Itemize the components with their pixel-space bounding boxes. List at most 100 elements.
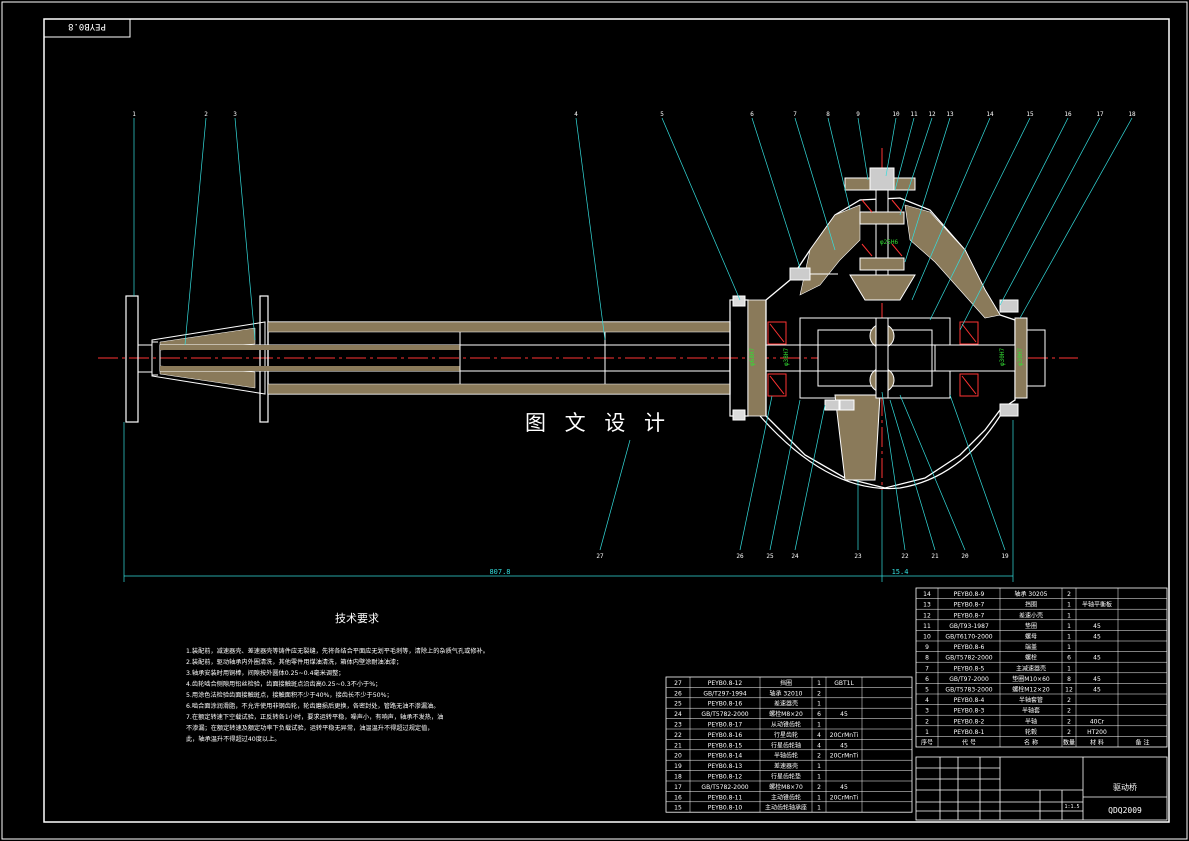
bom-left-cell: 挡圈 (780, 679, 792, 687)
callout-18: 18 (1128, 111, 1136, 118)
bom-right-cell: 半轴平衡板 (1082, 601, 1112, 609)
bom-left-cell: 20CrMnTi (830, 732, 859, 739)
bom-left-cell: PEYB0.8-10 (708, 805, 743, 812)
bom-right-cell: 2 (1067, 729, 1071, 736)
bom-right-cell: GB/T97-2000 (949, 676, 989, 683)
bom-right-header-cell: 序号 (921, 739, 933, 747)
bom-left-cell: 螺栓M8×20 (769, 710, 803, 718)
bom-right-header-cell: 备 注 (1136, 739, 1150, 747)
callout-19: 19 (1001, 553, 1009, 560)
dim-offset: 15.4 (892, 568, 909, 576)
bom-left-cell: 19 (674, 763, 682, 770)
bom-right-cell: 45 (1093, 676, 1101, 683)
bom-left-cell: GB/T5782-2000 (701, 711, 748, 718)
leader-lines (133, 117, 1133, 551)
bom-right-cell: PEYB0.8-9 (954, 591, 985, 598)
overall-dimension (123, 420, 1014, 582)
bom-left-cell: 行星齿轮 (774, 731, 798, 739)
bom-right-cell: 半轴套 (1022, 707, 1040, 715)
bom-left-cell: PEYB0.8-14 (708, 753, 743, 760)
callout-3: 3 (233, 111, 237, 118)
callout-8: 8 (826, 111, 830, 118)
bom-left-cell: 22 (674, 732, 682, 739)
callout-1: 1 (132, 111, 136, 118)
bom-right-cell: 4 (925, 697, 929, 704)
watermark-text: 图 文 设 计 (525, 411, 671, 435)
callout-24: 24 (791, 553, 799, 560)
bom-left-cell: 15 (674, 805, 682, 812)
bom-right-cell: PEYB0.8-2 (954, 718, 985, 725)
bom-right-cell: PEYB0.8-3 (954, 708, 985, 715)
bom-right-cell: 8 (925, 655, 929, 662)
bom-left-cell: 26 (674, 690, 682, 697)
callout-21: 21 (931, 553, 939, 560)
bom-right-cell: 1 (1067, 623, 1071, 630)
bom-left-cell: 主动锥齿轮 (771, 793, 801, 801)
bom-left-cell: 2 (817, 690, 821, 697)
tech-req-line-3: 3.轴承安装时用铜棒，间隙按外圆体0.25~0.4毫米调整； (186, 669, 344, 677)
bom-left-cell: 45 (840, 742, 848, 749)
bom-right-cell: 12 (923, 612, 931, 619)
bom-left-cell: 行星齿轮垫 (771, 773, 801, 781)
callout-4: 4 (574, 111, 578, 118)
callout-13: 13 (946, 111, 954, 118)
inner-border (43, 18, 1170, 823)
dim-phi-30b: φ30H7 (1017, 348, 1024, 366)
callout-2: 2 (204, 111, 208, 118)
bom-right-cell: 45 (1093, 634, 1101, 641)
bom-left-frame (665, 676, 913, 813)
bom-left-cell: 半轴齿轮 (774, 752, 798, 760)
bom-right-cell: 45 (1093, 655, 1101, 662)
callout-14: 14 (986, 111, 994, 118)
bom-right-cell: GB/T6170-2000 (945, 634, 992, 641)
bom-left-cell: 行星齿轮轴 (771, 741, 801, 749)
bom-right-cell: 垫圈M10×60 (1012, 675, 1050, 683)
bom-left-cell: PEYB0.8-17 (708, 722, 743, 729)
tech-req-line-5: 5.用涂色法检验齿面接触斑点，接触面积不少于40%，接齿长不少于50%； (186, 691, 393, 699)
bom-right-header-cell: 代 号 (962, 739, 976, 747)
bom-left-cell: 差速器壳 (774, 762, 798, 770)
code-box (43, 18, 131, 38)
bom-right-cell: 14 (923, 591, 931, 598)
bom-right-header-cell: 材 料 (1090, 739, 1104, 747)
bom-right-cell: 螺栓 (1025, 654, 1037, 662)
callout-15: 15 (1026, 111, 1034, 118)
bom-left-cell: PEYB0.8-12 (708, 774, 743, 781)
bom-left-cell: 1 (817, 774, 821, 781)
bom-left-cell: 1 (817, 701, 821, 708)
bom-left-cell: 20 (674, 753, 682, 760)
bom-right-cell: 垫圈 (1025, 622, 1037, 630)
bom-left-cell: PEYB0.8-16 (708, 732, 743, 739)
bom-right-cell: 半轴 (1025, 717, 1037, 725)
axle-assembly: φ68H7 φ38H7 φ25H6 φ30H7 φ30H7 (98, 148, 1078, 490)
bom-right-cell: PEYB0.8-7 (954, 602, 985, 609)
title-block (915, 756, 1168, 821)
bom-left-cell: 螺栓M8×70 (769, 783, 803, 791)
bom-left-cell: GB/T297-1994 (703, 690, 747, 697)
bom-left-cell: PEYB0.8-12 (708, 680, 743, 687)
bom-right-cell: 1 (1067, 644, 1071, 651)
tech-req-line-1: 1.装配前，减速器壳、差速器壳等铸件应无裂缝，先将各结合平面应无划平毛刺等，清除… (186, 647, 489, 655)
bom-left-cell: 2 (817, 784, 821, 791)
bom-left-cell: 1 (817, 763, 821, 770)
bom-left-cell: PEYB0.8-15 (708, 742, 743, 749)
bom-right-cell: 9 (925, 644, 929, 651)
callout-10: 10 (892, 111, 900, 118)
tech-req-line-2: 2.装配前，驱动轴承内外圈清洗，其他零件用煤油清洗，箱体内壁涂耐油油漆； (186, 658, 402, 666)
bom-right-cell: 8 (1067, 676, 1071, 683)
bom-left-cell: PEYB0.8-11 (708, 794, 743, 801)
dim-phi-25: φ25H6 (880, 239, 898, 246)
bom-right-cell: 1 (1067, 602, 1071, 609)
bom-right-cell: 差速小壳 (1019, 611, 1043, 619)
bom-left-cell: 25 (674, 701, 682, 708)
tech-req-line-8: 不渗漏；在额定转速及额定功率下负载试验，运转平稳无异常，油温温升不得超过规定值， (186, 724, 434, 732)
bom-right-cell: 45 (1093, 623, 1101, 630)
callout-26: 26 (736, 553, 744, 560)
bom-right-cell: 5 (925, 687, 929, 694)
tech-req-line-7: 7.在额定转速下空载试验，正反转各1小时，要求运转平稳，噪声小，有响声，轴承不发… (186, 713, 443, 721)
tech-req-title: 技术要求 (335, 612, 379, 625)
bom-right-cell: 轴承 30205 (1015, 590, 1048, 598)
bom-left-cell: PEYB0.8-16 (708, 701, 743, 708)
